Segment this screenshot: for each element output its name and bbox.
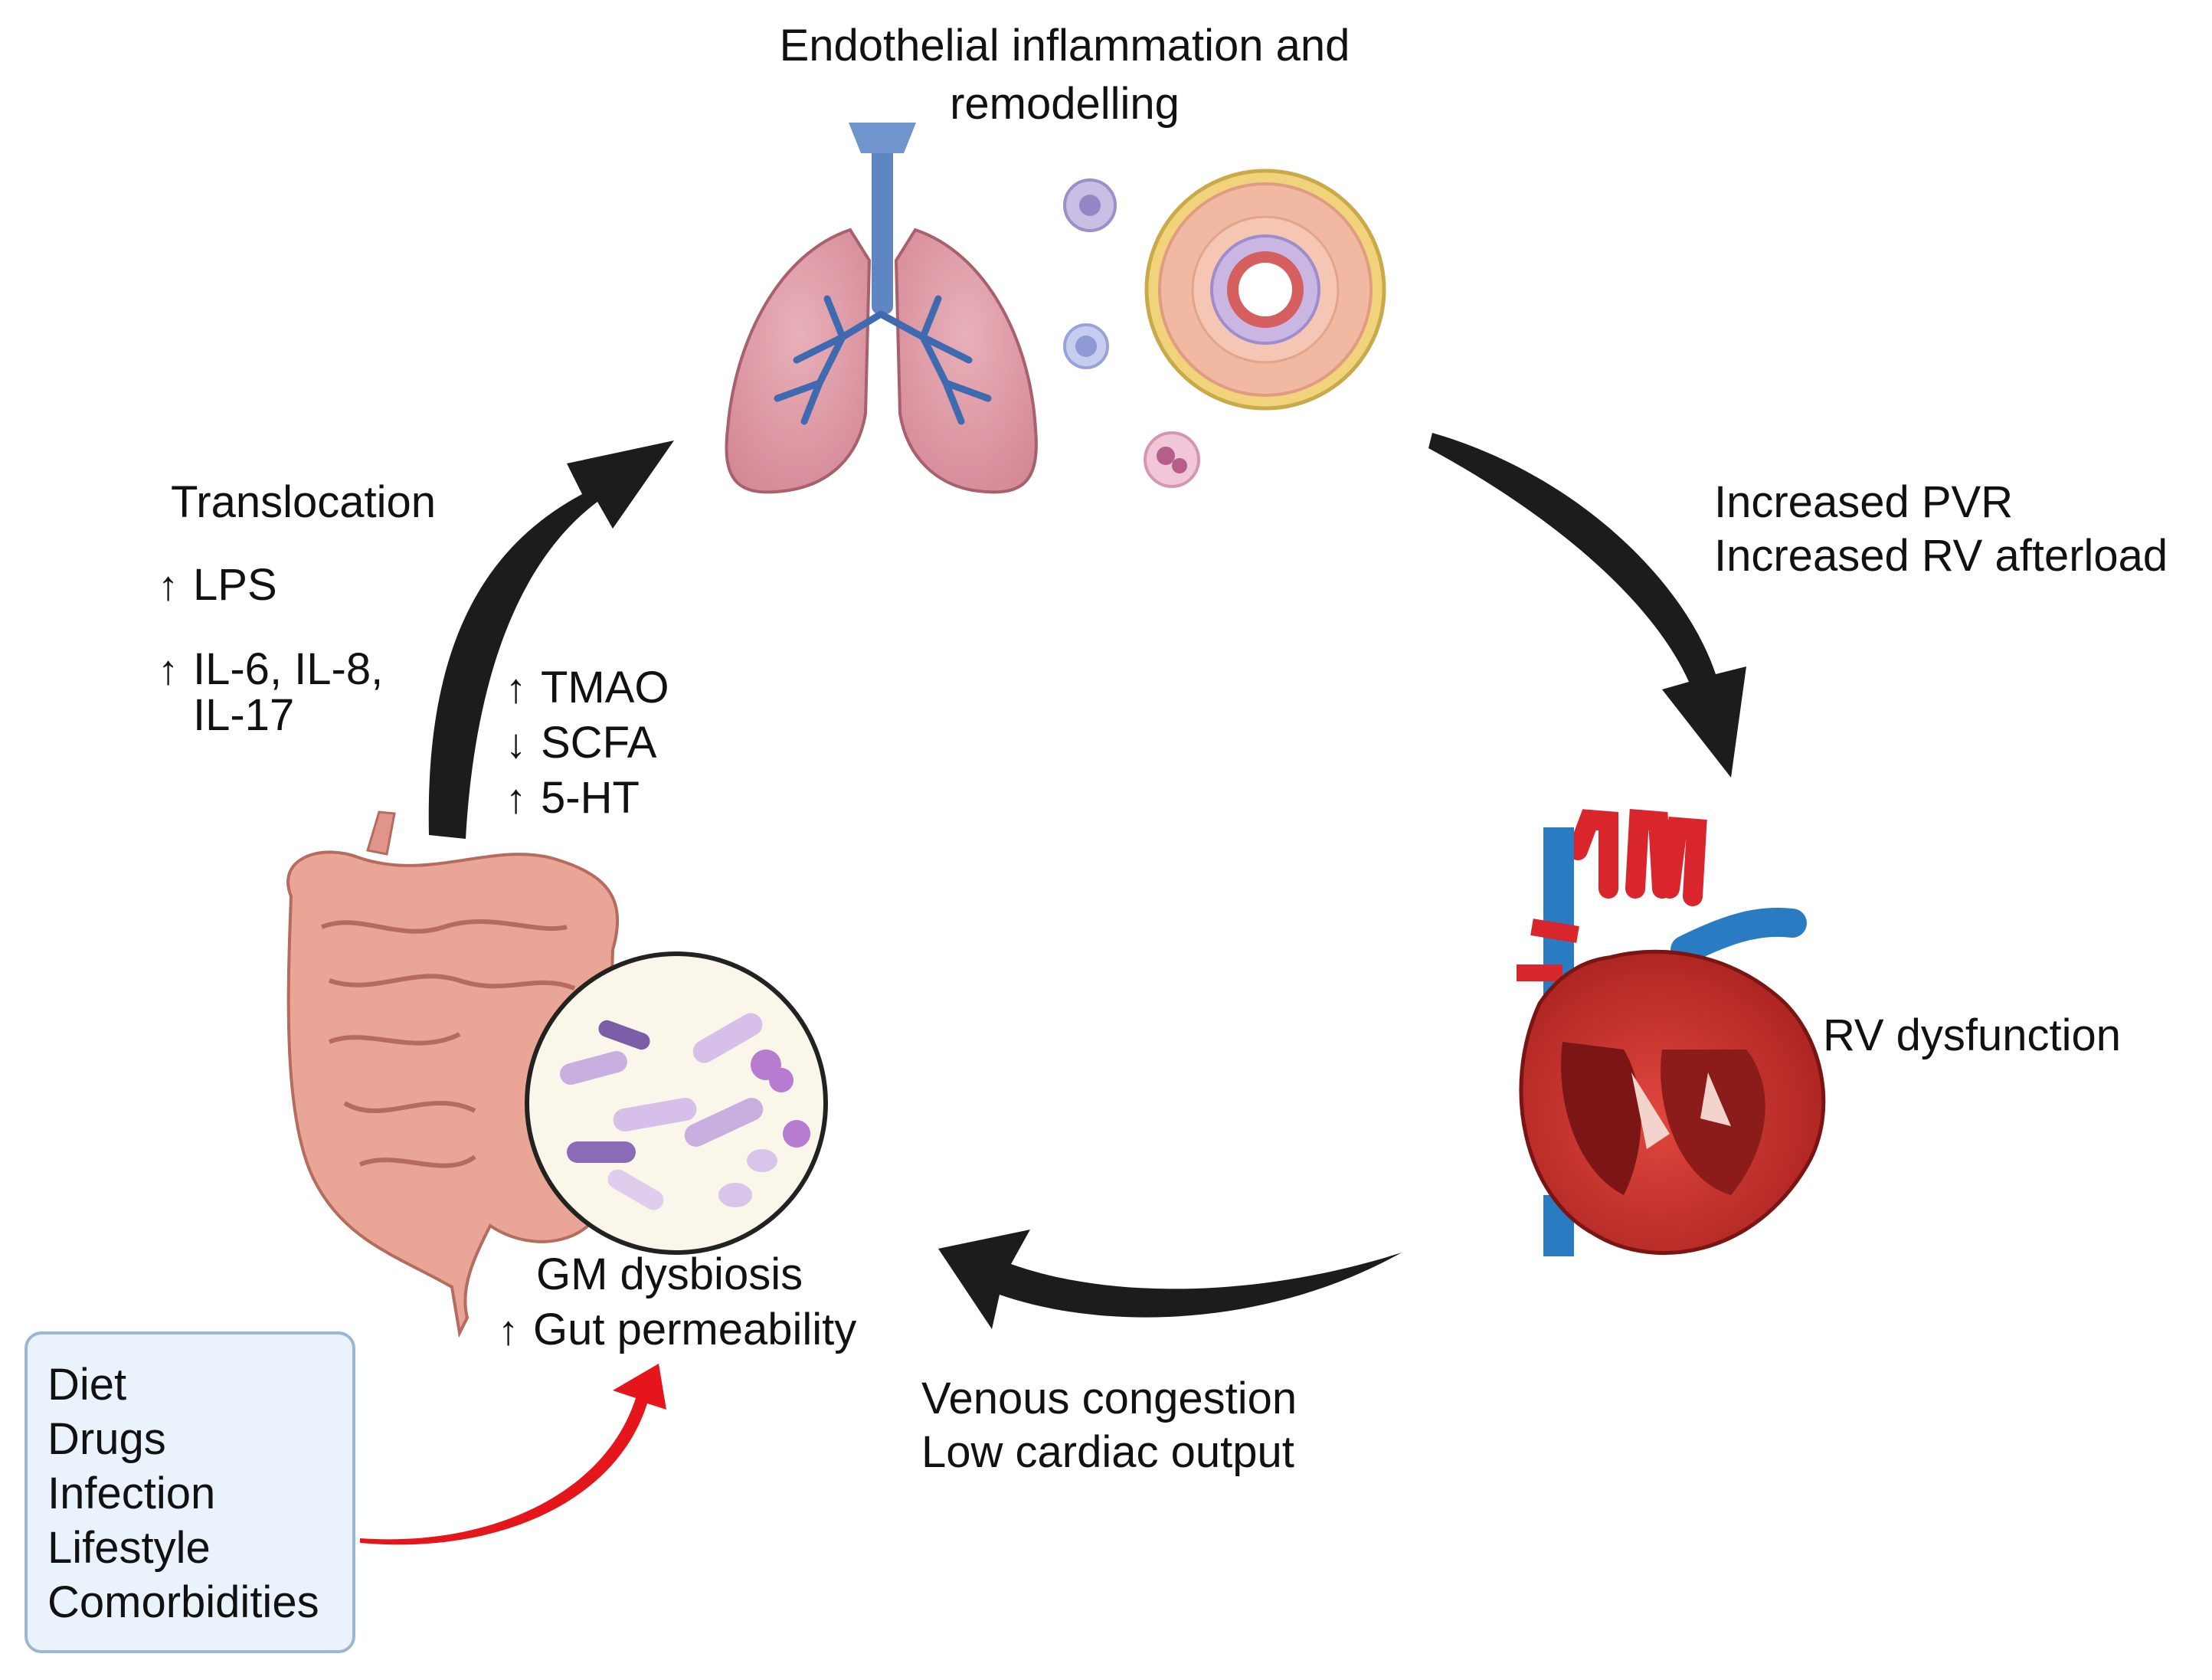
- venous-congestion-label: Venous congestion: [921, 1374, 1297, 1423]
- factor-lifestyle: Lifestyle: [47, 1523, 211, 1573]
- low-cardiac-output-label: Low cardiac output: [921, 1427, 1294, 1477]
- arrow-heart-to-gut: [938, 1230, 1402, 1329]
- factor-comorbidities: Comorbidities: [47, 1577, 319, 1627]
- arrow-factors-to-gut: [360, 1364, 666, 1545]
- microbiota-magnified-illustration: [525, 951, 828, 1255]
- factor-drugs: Drugs: [47, 1414, 166, 1464]
- gut-permeability-label: Gut permeability: [498, 1302, 856, 1358]
- interleukins-label-line1: IL-6, IL-8,: [158, 642, 383, 698]
- tmao-label: TMAO: [506, 660, 669, 716]
- rv-dysfunction-label: RV dysfunction: [1823, 1010, 2122, 1060]
- immune-cells-illustration: [1063, 178, 1200, 488]
- arrow-gut-to-lung: [428, 440, 674, 839]
- gm-dysbiosis-label: GM dysbiosis: [536, 1249, 803, 1299]
- intestine-illustration: [286, 811, 620, 1338]
- lungs-illustration: [725, 123, 1038, 494]
- heart-illustration: [1517, 808, 1826, 1256]
- vessel-cross-section-illustration: [1144, 169, 1386, 411]
- translocation-label: Translocation: [171, 477, 437, 527]
- lps-label: LPS: [158, 558, 277, 614]
- endothelial-title-line2: remodelling: [950, 79, 1180, 129]
- factor-infection: Infection: [47, 1469, 216, 1518]
- scfa-label: SCFA: [506, 716, 657, 771]
- increased-rv-afterload-label: Increased RV afterload: [1714, 531, 2168, 581]
- serotonin-label: 5-HT: [506, 771, 640, 827]
- arrow-lung-to-heart: [1428, 433, 1746, 778]
- factor-diet: Diet: [47, 1360, 127, 1410]
- interleukins-label-line2: IL-17: [193, 690, 295, 740]
- risk-factors-box: Diet Drugs Infection Lifestyle Comorbidi…: [25, 1331, 355, 1653]
- endothelial-title-line1: Endothelial inflammation and: [779, 21, 1350, 70]
- increased-pvr-label: Increased PVR: [1714, 477, 2014, 527]
